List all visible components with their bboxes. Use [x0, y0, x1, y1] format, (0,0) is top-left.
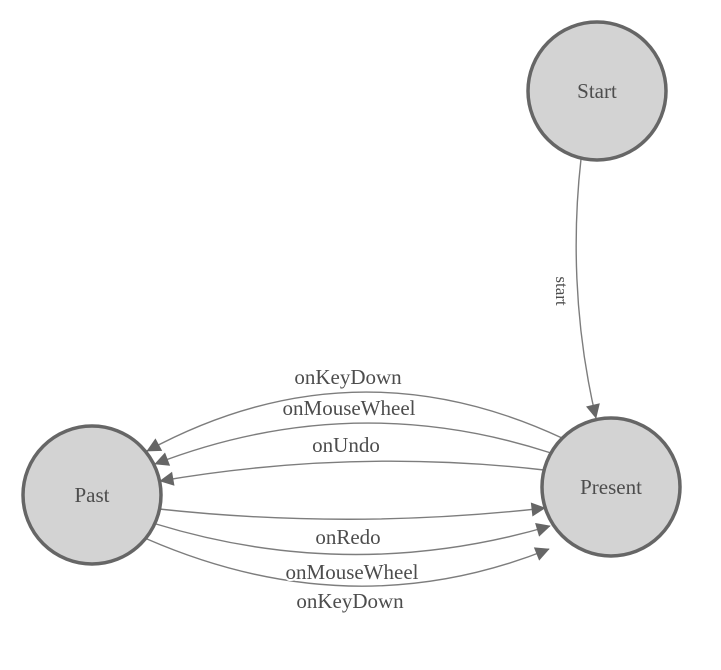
edge-past-to-present-onredo [158, 502, 546, 520]
edge-present-to-past-onmousewheel [154, 422, 552, 466]
past-node-circle [21, 424, 163, 566]
edge-start-transition [575, 158, 600, 419]
present-node-circle [540, 416, 682, 558]
past-node-label: Past [74, 483, 109, 507]
node-present: Present [540, 416, 682, 558]
edge-label-onmousewheel-bottom: onMouseWheel [286, 560, 419, 584]
node-start: Start [526, 20, 668, 162]
edge-group [146, 158, 600, 587]
edge-label-onundo: onUndo [312, 433, 380, 457]
present-node-label: Present [580, 475, 642, 499]
edge-label-onkeydown-top: onKeyDown [294, 365, 402, 389]
edge-label-group: start onKeyDown onMouseWheel onUndo onRe… [281, 274, 573, 615]
edge-present-to-past-onkeydown [146, 391, 563, 452]
start-node-label: Start [577, 79, 617, 103]
start-node-circle [526, 20, 668, 162]
node-past: Past [21, 424, 163, 566]
edge-label-start: start [552, 276, 571, 306]
edge-present-to-past-onundo [159, 460, 545, 486]
edge-label-onredo: onRedo [315, 525, 380, 549]
edge-label-onkeydown-bottom: onKeyDown [296, 589, 404, 613]
edge-past-to-present-onmousewheel [155, 522, 551, 556]
edge-past-to-present-onkeydown [146, 538, 550, 587]
edge-label-onmousewheel-top: onMouseWheel [283, 396, 416, 420]
